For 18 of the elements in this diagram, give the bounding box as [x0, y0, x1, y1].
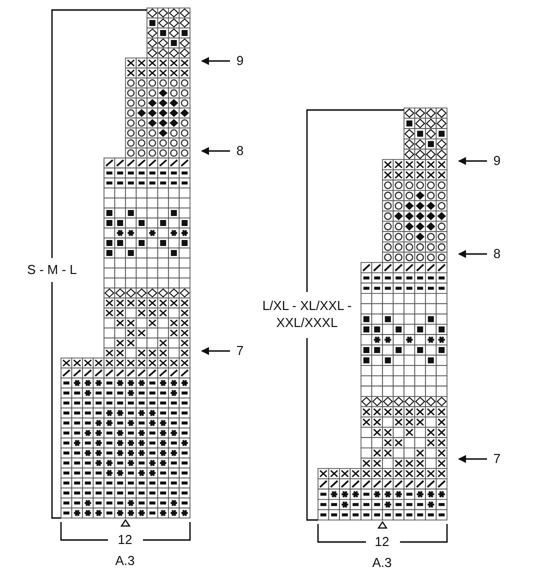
arrow: [201, 57, 230, 65]
arrow: [201, 347, 230, 355]
arrow: [458, 455, 487, 463]
stitch-count: 12: [116, 531, 134, 548]
row-number: 9: [232, 52, 248, 69]
arrow: [201, 147, 230, 155]
stitch-count: 12: [374, 533, 390, 550]
arrow: [458, 157, 487, 165]
size-label: L/XL - XL/XXL - XXL/XXXL: [261, 297, 353, 331]
row-number: 8: [232, 142, 248, 159]
chart-name: A.3: [371, 554, 393, 571]
chart-name: A.3: [114, 552, 136, 569]
row-number: 7: [232, 342, 248, 359]
size-label: S - M - L: [26, 261, 78, 278]
row-number: 9: [489, 152, 505, 169]
arrow: [458, 250, 487, 258]
row-number: 8: [489, 245, 505, 262]
row-number: 7: [489, 450, 505, 467]
